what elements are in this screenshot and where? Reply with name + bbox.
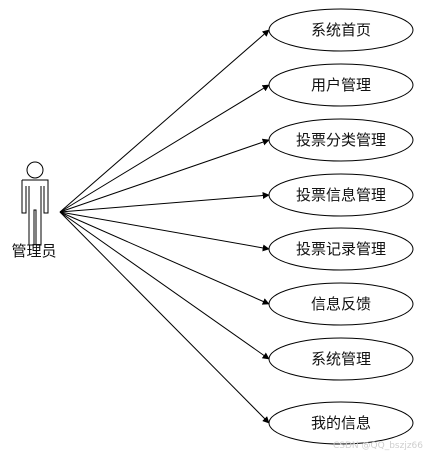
- use-case-label: 信息反馈: [311, 295, 371, 313]
- association-arrow-3: [59, 192, 270, 213]
- association-arrow-1: [59, 84, 270, 213]
- use-case-label: 投票分类管理: [296, 131, 386, 149]
- association-arrow-2: [59, 138, 270, 213]
- use-case-ellipse: [268, 173, 414, 217]
- association-arrow-6: [59, 211, 270, 360]
- use-case-4[interactable]: 投票记录管理: [268, 227, 414, 271]
- use-cases: 系统首页 用户管理 投票分类管理 投票信息管理 投票记录管理 信息反馈 系统管理: [268, 8, 414, 445]
- association-arrow-0: [59, 29, 270, 213]
- actor-label: 管理员: [11, 242, 56, 260]
- use-case-ellipse: [268, 118, 414, 162]
- association-arrow-4: [59, 211, 270, 252]
- use-case-label: 投票记录管理: [296, 240, 386, 258]
- use-case-3[interactable]: 投票信息管理: [268, 173, 414, 217]
- use-case-5[interactable]: 信息反馈: [268, 282, 414, 326]
- use-case-2[interactable]: 投票分类管理: [268, 118, 414, 162]
- associations: [59, 29, 270, 424]
- use-case-0[interactable]: 系统首页: [268, 8, 414, 52]
- association-arrow-5: [59, 211, 270, 305]
- association-arrow-7: [59, 211, 270, 424]
- use-case-label: 我的信息: [311, 414, 371, 432]
- use-case-label: 系统首页: [311, 21, 371, 39]
- use-case-label: 用户管理: [311, 76, 371, 94]
- use-case-ellipse: [268, 63, 414, 107]
- actor: 管理员: [11, 161, 57, 260]
- use-case-ellipse: [268, 8, 414, 52]
- watermark: CSDN @QQ_bszjz66: [333, 441, 423, 451]
- use-case-ellipse: [268, 282, 414, 326]
- use-case-ellipse: [268, 401, 414, 445]
- use-case-label: 投票信息管理: [296, 186, 386, 204]
- use-case-7[interactable]: 我的信息: [268, 401, 414, 445]
- use-case-label: 系统管理: [311, 350, 371, 368]
- use-case-6[interactable]: 系统管理: [268, 337, 414, 381]
- actor-figure-icon: [21, 161, 49, 246]
- use-case-ellipse: [268, 337, 414, 381]
- use-case-1[interactable]: 用户管理: [268, 63, 414, 107]
- use-case-ellipse: [268, 227, 414, 271]
